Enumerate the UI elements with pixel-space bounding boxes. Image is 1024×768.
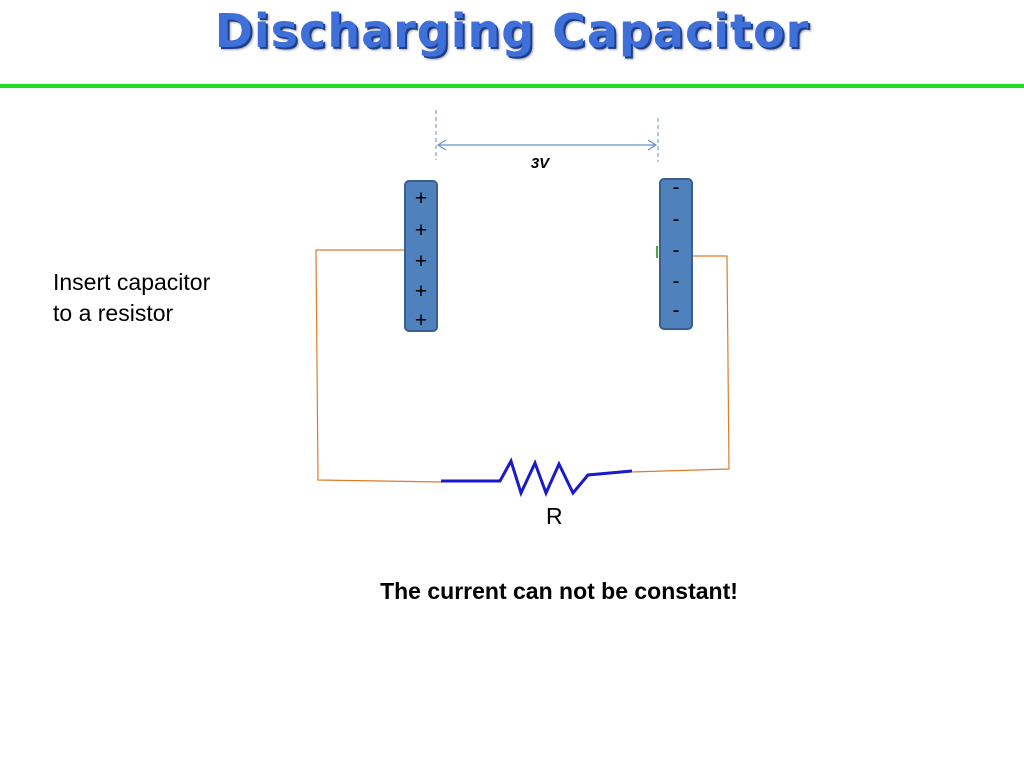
caption-text: The current can not be constant! [380,578,738,604]
arrow-right-head [647,139,658,151]
instruction-text: Insert capacitor to a resistor [53,269,211,326]
positive-plate: + + + + + [404,180,438,332]
slide-title: Discharging Capacitor [214,4,810,58]
negative-plate: - - - - - [659,176,693,330]
positive-charge: + [414,250,428,273]
voltage-label: 3V [530,155,550,172]
left-wire [315,249,443,483]
resistor-label: R [546,503,563,529]
positive-charge: + [414,187,428,210]
positive-charge: + [414,219,428,242]
negative-charge: - [672,270,680,293]
arrow-left-head [436,139,447,151]
title-divider [0,84,1024,88]
negative-charge: - [672,239,680,262]
right-wire [629,255,730,473]
negative-charge: - [672,299,680,322]
negative-charge: - [672,208,680,231]
negative-charge: - [672,176,680,199]
positive-charge: + [414,280,428,303]
positive-charge: + [414,309,428,332]
resistor-symbol [441,457,633,498]
